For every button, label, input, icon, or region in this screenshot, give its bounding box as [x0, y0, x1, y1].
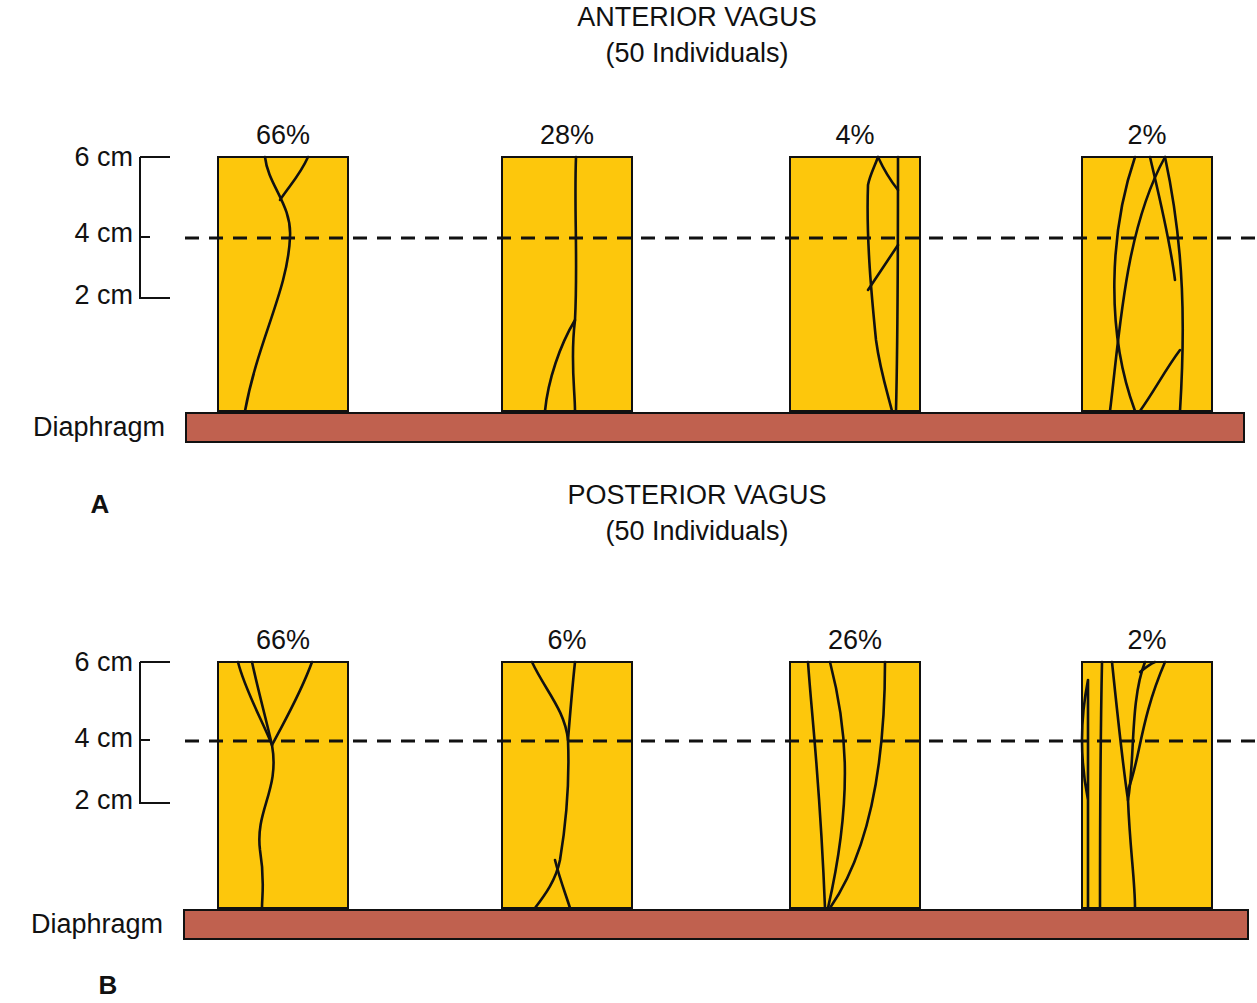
- scale-mark: 4 cm: [74, 218, 133, 249]
- panel-b-art: [140, 662, 1255, 908]
- scale-mark: 2 cm: [74, 280, 133, 311]
- nerve-panel: 26%: [790, 662, 920, 908]
- nerve-panel: 2%: [1082, 157, 1212, 411]
- diaphragm-band: Diaphragm: [183, 909, 1249, 940]
- sample-size: (50 Individuals): [605, 516, 788, 547]
- percentage-label: 2%: [1127, 120, 1166, 151]
- percentage-label: 2%: [1127, 625, 1166, 656]
- structure-label: Diaphragm: [31, 909, 163, 940]
- nerve-panel: 6%: [502, 662, 632, 908]
- scale-mark: 6 cm: [74, 647, 133, 678]
- nerve-panel: 66%: [218, 157, 348, 411]
- panel-letter: A: [91, 489, 110, 520]
- nerve-panel: 66%: [218, 662, 348, 908]
- panel-a-art: [140, 157, 1255, 411]
- diaphragm-band: Diaphragm: [185, 412, 1245, 443]
- nerve-panel: 2%: [1082, 662, 1212, 908]
- percentage-label: 28%: [540, 120, 594, 151]
- scale-mark: 2 cm: [74, 785, 133, 816]
- percentage-label: 26%: [828, 625, 882, 656]
- scale-mark: 4 cm: [74, 723, 133, 754]
- scale-mark: 6 cm: [74, 142, 133, 173]
- structure-label: Diaphragm: [33, 412, 165, 443]
- panel-letter: B: [99, 970, 118, 1001]
- sample-size: (50 Individuals): [605, 38, 788, 69]
- percentage-label: 6%: [547, 625, 586, 656]
- panel-title: ANTERIOR VAGUS: [577, 2, 817, 33]
- nerve-panel: 28%: [502, 157, 632, 411]
- panel-title: POSTERIOR VAGUS: [567, 480, 826, 511]
- percentage-label: 66%: [256, 625, 310, 656]
- percentage-label: 4%: [835, 120, 874, 151]
- nerve-panel: 4%: [790, 157, 920, 411]
- percentage-label: 66%: [256, 120, 310, 151]
